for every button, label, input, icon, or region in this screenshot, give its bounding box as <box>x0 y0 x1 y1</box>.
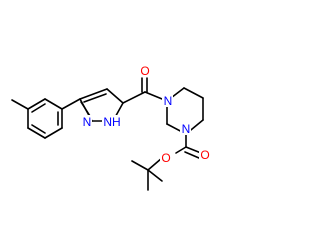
pyrazole-nh-label: NH <box>103 115 120 129</box>
aryl-pyrazole-bond <box>61 98 81 110</box>
tbutyl-bond <box>131 160 149 171</box>
atom-labels: O N NH N N O O <box>81 64 210 165</box>
pyrazole-double-bond <box>80 101 91 117</box>
piperazine-n4-label: N <box>182 122 191 136</box>
carbamate-carbonyl-oxygen-label: O <box>200 148 209 162</box>
pyrazole-ring-bond <box>106 88 124 104</box>
pyrazole-ring-bond <box>79 88 108 100</box>
toluene-ring-bond <box>27 127 46 139</box>
pyrazole-ring-bond <box>83 93 107 103</box>
tbutyl-bond <box>147 169 163 182</box>
toluene-ring-bond <box>44 98 63 110</box>
carbamate-n-bond <box>175 146 187 154</box>
toluene-double-bond <box>31 103 46 113</box>
toluene-ring-bond <box>44 127 63 139</box>
methyl-bond <box>11 99 29 110</box>
carbamate-double-bond <box>185 146 202 154</box>
pyrazole-n2-label: N <box>83 115 92 129</box>
ester-o-bond <box>147 157 163 171</box>
pyrazole-carbonyl-bond <box>122 91 146 104</box>
toluene-double-bond <box>31 124 46 134</box>
molecule-structure: O N NH N N O O <box>11 64 210 191</box>
piperazine-n1-label: N <box>164 94 173 108</box>
bonds <box>11 77 204 191</box>
carbamate-ester-oxygen-label: O <box>161 151 170 165</box>
carbamate-double-bond <box>184 151 200 159</box>
toluene-ring-bond <box>27 98 46 110</box>
amide-oxygen-label: O <box>140 64 149 78</box>
piperazine-bond <box>183 87 204 99</box>
